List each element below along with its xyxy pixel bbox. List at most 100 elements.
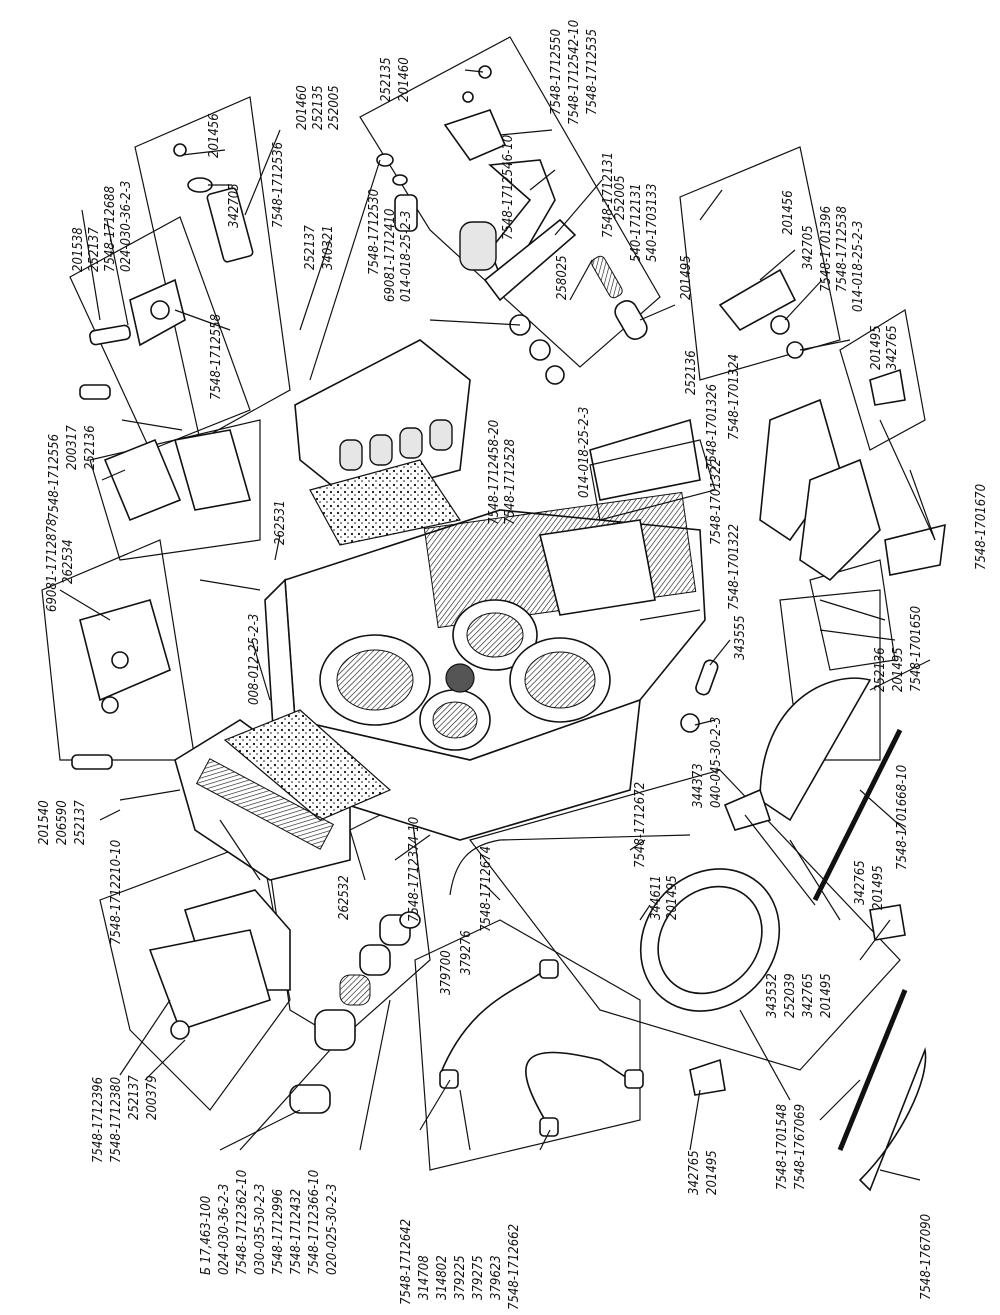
part-label-l88: 020-025-30-2-3 [325,1184,340,1275]
bore-left-gear [336,649,414,711]
part-label-l93: 379275 [471,1255,486,1300]
tube-fitting-3 [539,959,559,979]
part-label-l98: 7548-1701548 [775,1104,790,1190]
gasket-1701326 [589,439,716,521]
part-label-l82: 024-030-36-2-3 [217,1184,232,1275]
part-label-l48: 262534 [61,539,76,584]
part-label-l19: 7548-1712550 [549,29,564,115]
part-label-l53: 252136 [873,647,888,692]
part-label-l41: 7548-1701396 [819,206,834,292]
valve-spool-1 [339,439,363,471]
part-label-l80: 200379 [145,1075,160,1120]
lever-washer [462,91,474,103]
oring-3 [545,365,565,385]
part-label-l97: 201495 [705,1150,720,1195]
part-label-l52: 343555 [733,615,748,660]
plunger-right [614,300,648,340]
bracket-342765-d [869,368,906,406]
valve-oring [399,911,421,929]
cover-box [103,438,182,522]
part-label-l49: 262531 [273,500,288,545]
outline-lever-group [359,36,661,368]
leader-lines [59,69,936,1181]
part-label-l89: 7548-1712642 [399,1219,414,1305]
part-label-l78: 7548-1712380 [109,1077,124,1163]
part-label-l40: 342705 [801,225,816,270]
part-label-l31: 201495 [679,255,694,300]
part-label-l91: 314802 [435,1255,450,1300]
part-label-l15: 252135 [311,85,326,130]
part-label-l61: 252137 [73,800,88,845]
boss-center [445,663,475,693]
lower-valve-gasket [223,709,392,821]
part-label-l45: 342765 [885,325,900,370]
spring-damper [459,221,497,271]
valve-body-block [294,339,471,501]
cover-1712380 [148,929,271,1032]
part-label-l62: 7548-1712210-10 [109,840,124,945]
part-label-l14: 201460 [295,85,310,130]
part-label-l74: 252039 [783,973,798,1018]
bracket-342765-c [689,1058,726,1096]
outline-right-bracket-group [679,146,841,381]
part-label-l84: 030-035-30-2-3 [253,1184,268,1275]
group-outlines [41,36,926,1171]
tubes [439,834,691,1137]
part-label-l73: 343532 [765,973,780,1018]
tube-1712642-core [439,969,546,1076]
lower-valve-body [174,709,392,881]
valve-spring-1 [339,974,371,1006]
part-label-l77: 7548-1712396 [91,1077,106,1163]
outline-flange-group [468,769,901,1071]
stud-body [394,194,418,232]
part-label-l44: 201495 [869,325,884,370]
part-label-l30: 258025 [555,255,570,300]
part-label-l43: 014-018-25-2-3 [851,221,866,312]
part-label-l68: 201495 [665,875,680,920]
stud-washer-2 [392,174,408,186]
valve-piston [314,1009,356,1051]
valve-spool-2 [369,434,393,466]
part-label-l16: 252005 [327,85,342,130]
bore-top-gear [466,612,524,658]
seal-strip-1767069 [837,989,908,1151]
cover-1701670-b [799,458,881,582]
flange [639,868,781,1012]
part-label-l51: 7548-1701322 [727,524,742,610]
part-label-l65: 7548-1712674 [479,846,494,932]
part-label-l05: 201538 [71,227,86,272]
tube-1712662-core [525,1051,631,1121]
flange-inner [657,885,763,995]
part-label-l42: 7548-1712538 [835,206,850,292]
bolt-201456 [173,143,187,157]
lever-assembly [376,65,648,385]
part-label-l69: 379700 [439,950,454,995]
cover-1701670-flange [884,523,946,576]
part-label-l03: 252136 [83,425,98,470]
spring-right [591,255,623,299]
part-label-l27: 7548-1712530 [367,189,382,275]
bracket-1712538 [718,268,797,332]
part-label-l95: 7548-1712662 [507,1224,522,1310]
part-label-l26: 7548-1712546-10 [501,135,516,240]
right-parts [589,268,946,1192]
part-label-l76: 201495 [819,973,834,1018]
part-label-l81: Б 17,463-100 [199,1196,214,1275]
part-label-l06: 252137 [87,227,102,272]
gearbox-housing [264,491,706,841]
part-label-l64: 7548-1712374-10 [407,817,422,922]
part-label-l86: 7548-1712432 [289,1189,304,1275]
outline-bolt-right [809,559,896,671]
bolt-200317 [79,384,111,400]
block-hole-1 [111,651,129,669]
part-label-l70: 379276 [459,930,474,975]
part-label-l67: 344611 [649,875,664,920]
part-label-l58: 7548-1701668-10 [895,765,910,870]
part-label-l22: 7548-1712131 [601,152,616,238]
bracket-342765-a [723,788,772,831]
part-label-l94: 379623 [489,1255,504,1300]
part-label-l20: 7548-1712542-10 [567,20,582,125]
housing-window [539,519,656,616]
valve-plate-gasket [309,459,461,546]
